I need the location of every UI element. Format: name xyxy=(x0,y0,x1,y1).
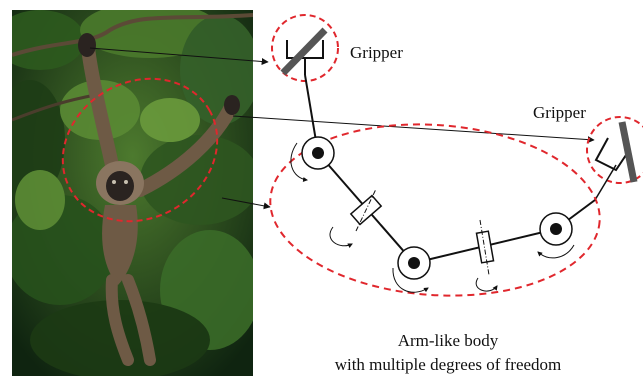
gripper-left-label: Gripper xyxy=(350,43,403,62)
twist-joint-2 xyxy=(476,220,497,291)
revolute-joint-1 xyxy=(291,137,334,180)
arm-body-label-line2: with multiple degrees of freedom xyxy=(335,355,562,374)
arm-body-label-line1: Arm-like body xyxy=(398,331,499,350)
right-gripper xyxy=(587,117,643,200)
revolute-joint-3 xyxy=(538,213,574,258)
revolute-joint-2 xyxy=(393,247,430,292)
gripper-right-label: Gripper xyxy=(533,103,586,122)
left-gripper xyxy=(272,15,338,81)
